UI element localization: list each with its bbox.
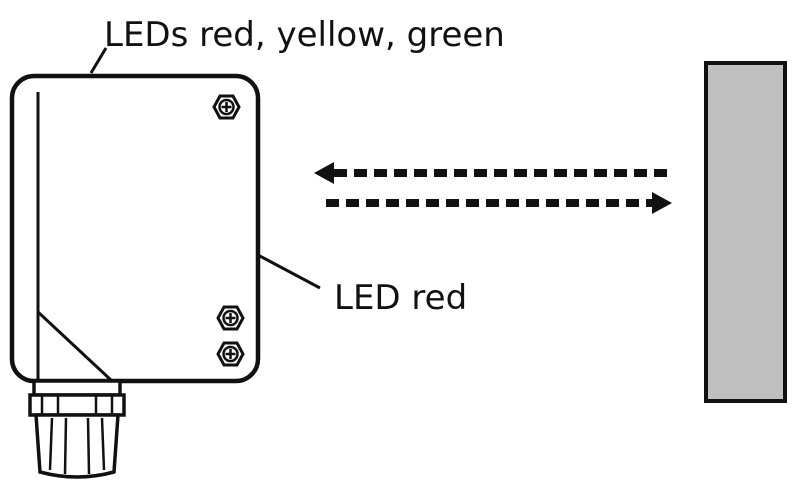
housing-bevel-line [36, 310, 114, 383]
leader-line-top [89, 47, 108, 74]
leader-line-side [257, 253, 321, 290]
sensor-housing [9, 73, 261, 384]
cable-gland [28, 379, 126, 479]
mounting-screw-top [212, 94, 241, 120]
label-led-red: LED red [334, 278, 467, 318]
emitted-beam-arrow [326, 192, 672, 214]
mounting-screw-bottom [216, 341, 245, 367]
reflected-beam-arrow [314, 162, 672, 184]
label-leds-red-yellow-green: LEDs red, yellow, green [104, 15, 505, 55]
sensor-body [9, 73, 261, 384]
reflector-target [704, 61, 787, 403]
mounting-screw-middle [216, 305, 245, 331]
